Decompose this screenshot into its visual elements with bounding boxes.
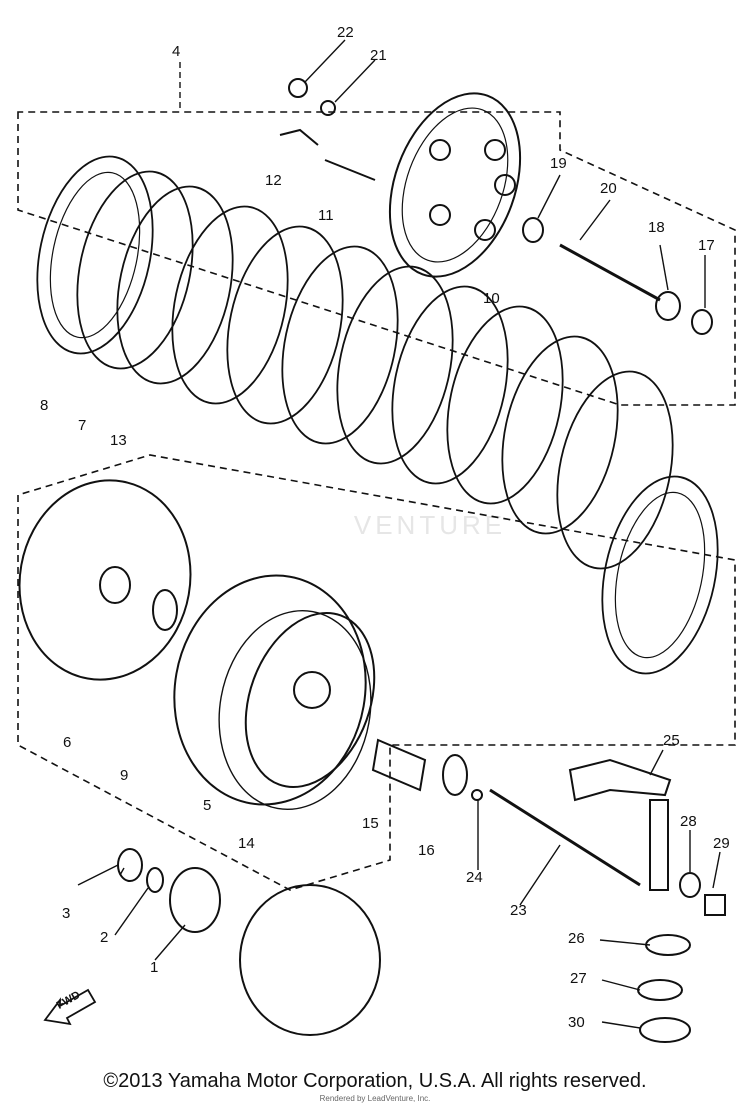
callout-10: 10 bbox=[483, 290, 500, 307]
spring-11 bbox=[324, 159, 376, 181]
thrust-washer bbox=[152, 589, 178, 631]
washer-2 bbox=[146, 867, 164, 893]
bolt-29 bbox=[704, 894, 726, 916]
bolt-12 bbox=[279, 128, 319, 146]
nut-3 bbox=[117, 848, 143, 882]
assembly-box-upper bbox=[17, 111, 736, 406]
callout-2: 2 bbox=[100, 929, 108, 946]
callout-15: 15 bbox=[362, 815, 379, 832]
callout-13: 13 bbox=[110, 432, 127, 449]
nut-22 bbox=[288, 78, 308, 98]
callout-19: 19 bbox=[550, 155, 567, 172]
callout-22: 22 bbox=[337, 24, 354, 41]
callout-28: 28 bbox=[680, 813, 697, 830]
push-rod-23 bbox=[489, 788, 641, 887]
callout-7: 7 bbox=[78, 417, 86, 434]
washer-16 bbox=[442, 754, 468, 796]
callout-5: 5 bbox=[203, 797, 211, 814]
washer-28 bbox=[679, 872, 701, 898]
callout-3: 3 bbox=[62, 905, 70, 922]
nut-17 bbox=[691, 309, 713, 335]
push-lever-assembly bbox=[568, 758, 691, 1043]
callout-12: 12 bbox=[265, 172, 282, 189]
callout-29: 29 bbox=[713, 835, 730, 852]
callout-9: 9 bbox=[120, 767, 128, 784]
copyright-notice: ©2013 Yamaha Motor Corporation, U.S.A. A… bbox=[103, 1070, 647, 1092]
render-credit: Rendered by LeadVenture, Inc. bbox=[319, 1094, 431, 1103]
callout-30: 30 bbox=[568, 1014, 585, 1031]
callout-26: 26 bbox=[568, 930, 585, 947]
callout-20: 20 bbox=[600, 180, 617, 197]
callout-8: 8 bbox=[40, 397, 48, 414]
washer-21 bbox=[320, 100, 336, 116]
leader-lines bbox=[77, 39, 721, 1029]
friction-plate-stack bbox=[36, 155, 719, 675]
callout-21: 21 bbox=[370, 47, 387, 64]
fwd-arrow-icon bbox=[43, 988, 97, 1026]
callout-6: 6 bbox=[63, 734, 71, 751]
callout-labels: 1 2 3 4 5 6 7 8 9 10 11 12 13 14 15 16 1… bbox=[40, 24, 730, 1031]
callout-16: 16 bbox=[418, 842, 435, 859]
locknut-18 bbox=[655, 291, 681, 321]
spacer-sleeve bbox=[371, 738, 427, 792]
watermark: VENTURE bbox=[353, 510, 507, 540]
callout-4: 4 bbox=[172, 43, 180, 60]
callout-1: 1 bbox=[150, 959, 158, 976]
pressure-plate bbox=[388, 92, 522, 278]
adjusting-screw-20 bbox=[559, 243, 661, 302]
clutch-boss bbox=[18, 479, 192, 681]
washer-19 bbox=[522, 217, 544, 243]
callout-24: 24 bbox=[466, 869, 483, 886]
fwd-label: FWD bbox=[55, 989, 83, 1012]
callout-18: 18 bbox=[648, 219, 665, 236]
clutch-housing bbox=[173, 574, 376, 811]
drive-gear-1 bbox=[169, 867, 221, 933]
callout-25: 25 bbox=[663, 732, 680, 749]
callout-14: 14 bbox=[238, 835, 255, 852]
callout-17: 17 bbox=[698, 237, 715, 254]
callout-27: 27 bbox=[570, 970, 587, 987]
assembly-box-lower bbox=[17, 454, 736, 891]
callout-11: 11 bbox=[318, 207, 334, 224]
ball-24 bbox=[471, 789, 483, 801]
callout-23: 23 bbox=[510, 902, 527, 919]
crank-web bbox=[239, 884, 381, 1036]
